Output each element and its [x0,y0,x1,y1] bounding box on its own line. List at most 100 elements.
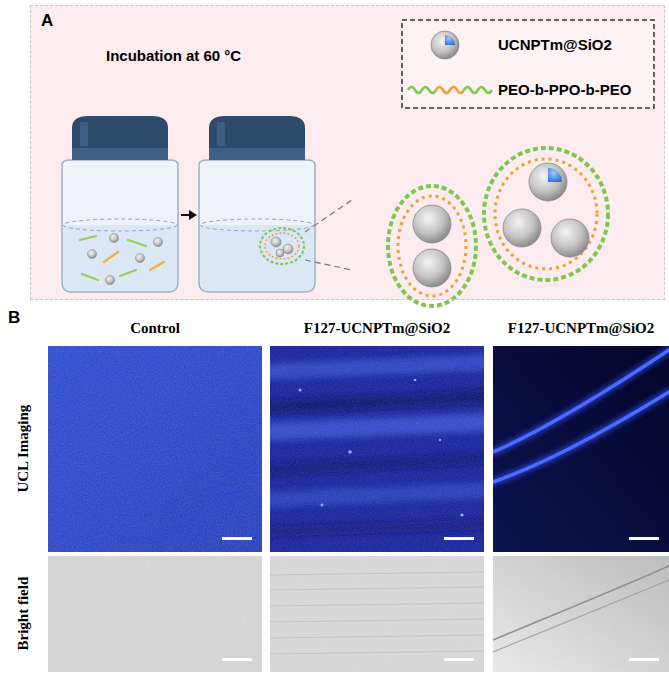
vial-before [150,262,164,270]
micelle-cluster [413,205,451,243]
bright-middle-image [270,635,484,638]
bright-right-image [493,580,669,652]
micelle-cluster [398,196,466,296]
vial-after [260,228,304,264]
bright-right-image [493,566,669,640]
zoom-lines [305,200,352,232]
ucl-middle-image [460,513,463,516]
vial-after [209,116,305,160]
vial-before [120,270,136,276]
polymer-chain-icon [436,87,464,93]
panel-background [30,5,665,300]
bright-control-image [48,556,262,672]
ucl-right-image [493,350,669,452]
row-header: Bright field [15,577,32,651]
bright-middle-image [270,556,484,672]
micelle-cluster [503,209,541,247]
vial-before [88,234,163,285]
nanoparticle-icon [431,31,459,59]
vial-before [110,234,119,243]
bright-middle-image [270,572,484,575]
vial-before [63,219,177,231]
bright-middle-image [270,572,484,654]
polymer-chain-icon [408,87,436,93]
panel-letter: B [8,308,20,328]
legend-entry: UCNPTm@SiO2 [498,36,612,54]
vial-after [209,148,305,160]
ucl-right-image [493,350,669,482]
bright-middle-image [270,651,484,654]
vial-before [80,236,164,280]
step-title: Incubation at 60 °C [106,47,241,64]
ucl-right-image [493,350,669,452]
nanoparticle-icon [431,31,459,59]
micelle-cluster [548,168,562,182]
ucl-right-image [493,346,669,552]
zoom-lines [305,260,352,270]
vial-before [88,250,97,259]
vial-before [62,116,178,292]
incubation-arrow [189,210,197,220]
bright-middle-image [270,603,484,606]
vial-before [62,160,178,292]
ucl-middle-image [321,504,324,507]
incubation-arrow [181,210,197,220]
bright-control-image [48,556,262,672]
bright-control-image [222,658,252,661]
ucl-right-image [629,537,659,540]
ucl-middle-image [348,450,352,454]
vial-after [200,219,314,231]
vial-after [200,225,314,291]
ucl-right-image [493,346,669,552]
vial-before [63,225,177,291]
vial-before [72,148,168,160]
vial-after [199,160,315,292]
micelle-cluster [495,159,597,269]
micelle-cluster [551,219,589,257]
column-header: F127-UCNPTm@SiO2 [508,320,654,337]
bright-middle-image [270,556,484,672]
micelle-cluster [388,186,476,306]
vial-after [199,116,315,292]
legend-frame [402,20,654,108]
vial-before [80,122,88,146]
panel-background [30,5,665,300]
ucl-middle-image [299,389,302,392]
vial-after [271,237,281,247]
column-header: Control [130,320,180,337]
vial-after [283,244,293,254]
ucl-right-image [493,392,669,482]
legend-entry: PEO-b-PPO-b-PEO [498,81,631,99]
ucl-control-image [222,537,252,540]
ucl-middle-image [439,439,441,441]
ucl-middle-image [270,346,484,552]
bright-middle-image [270,556,484,672]
ucl-middle-image [444,537,474,540]
ucl-right-image [493,392,669,482]
vial-before [72,116,168,160]
bright-control-image [48,556,262,672]
column-header: F127-UCNPTm@SiO2 [304,320,450,337]
micelle-cluster [484,148,608,280]
nanoparticle-icon [445,35,455,45]
micelle-cluster [529,163,567,201]
bright-right-image [493,556,669,672]
bright-right-image [629,658,659,661]
polymer-chain-icon [408,87,492,93]
incubation-arrow [181,214,190,216]
ucl-middle-image [270,346,484,552]
vial-before [104,252,118,262]
legend-frame [402,20,654,108]
vial-before [82,274,98,280]
panel-letter: A [41,11,53,31]
legend-text: UCNPTm@SiO2 [498,36,612,53]
ucl-control-image [48,346,262,552]
zoom-lines [305,200,352,270]
vial-after [265,233,299,259]
bright-middle-image [270,619,484,622]
ucl-middle-image [299,379,464,517]
polymer-chain-icon [464,87,492,93]
ucl-middle-image [414,379,417,382]
